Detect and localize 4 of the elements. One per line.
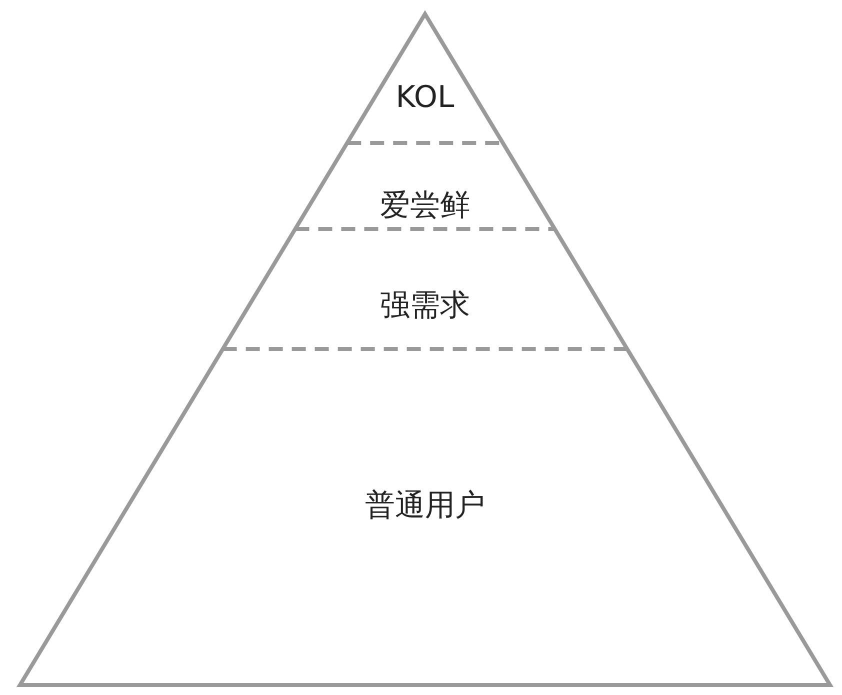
tier-label: 强需求 <box>380 287 470 325</box>
tier-label: 普通用户 <box>365 487 485 525</box>
tier-label: KOL <box>396 80 454 115</box>
tier-label: 爱尝鲜 <box>380 187 470 225</box>
